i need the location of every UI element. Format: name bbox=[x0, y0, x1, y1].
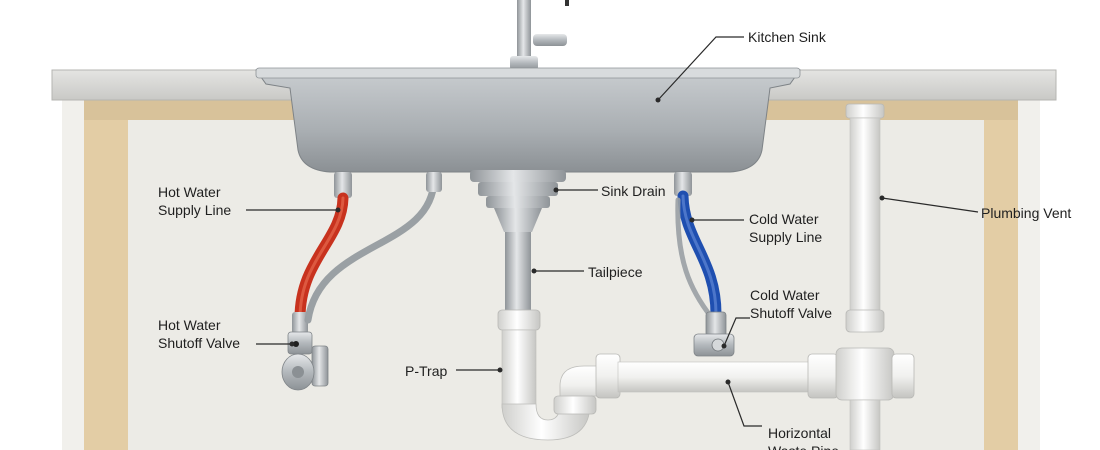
label-hot-water-supply-line: Hot Water Supply Line bbox=[158, 183, 231, 219]
label-waste-pipe-line2: Waste Pipe bbox=[768, 442, 839, 450]
plumbing-vent-pipe bbox=[835, 103, 915, 450]
cold-water-supply-line bbox=[674, 172, 722, 321]
label-sink-drain: Sink Drain bbox=[601, 183, 666, 199]
leader-kitchen-sink bbox=[657, 36, 744, 101]
label-hot-shutoff-line2: Shutoff Valve bbox=[158, 335, 240, 351]
leader-dot-kitchen-sink bbox=[655, 97, 661, 103]
label-cold-shutoff-line2: Shutoff Valve bbox=[750, 305, 832, 321]
label-cold-water-shutoff-valve: Cold Water Shutoff Valve bbox=[750, 286, 832, 322]
label-cold-water-supply-line: Cold Water Supply Line bbox=[749, 210, 822, 246]
label-hot-shutoff-line1: Hot Water bbox=[158, 317, 221, 333]
leader-waste-pipe bbox=[727, 381, 762, 427]
leader-plumbing-vent bbox=[881, 197, 979, 213]
horizontal-waste-pipe bbox=[595, 353, 839, 399]
label-hot-supply-line1: Hot Water bbox=[158, 184, 221, 200]
p-trap bbox=[497, 309, 605, 441]
label-waste-pipe-line1: Horizontal bbox=[768, 425, 832, 441]
hot-water-shutoff-valve bbox=[281, 331, 329, 391]
label-hot-water-shutoff-valve: Hot Water Shutoff Valve bbox=[158, 316, 240, 352]
label-plumbing-vent: Plumbing Vent bbox=[981, 205, 1072, 221]
faucet bbox=[510, 0, 569, 70]
label-cold-supply-line1: Cold Water bbox=[749, 211, 819, 227]
leader-lines bbox=[246, 36, 979, 427]
braided-line-connector bbox=[426, 172, 442, 192]
drain-assembly bbox=[470, 170, 566, 312]
leader-cold-shutoff bbox=[723, 317, 750, 347]
label-hot-supply-line2: Supply Line bbox=[158, 202, 232, 218]
cold-water-shutoff-valve bbox=[693, 311, 735, 357]
label-kitchen-sink: Kitchen Sink bbox=[748, 29, 826, 45]
braided-line bbox=[304, 176, 438, 324]
label-horizontal-waste-pipe: Horizontal Waste Pipe bbox=[768, 424, 839, 450]
kitchen-sink-basin bbox=[255, 67, 801, 173]
label-tailpiece: Tailpiece bbox=[588, 264, 643, 280]
label-cold-shutoff-line1: Cold Water bbox=[750, 287, 820, 303]
hot-water-supply-line bbox=[292, 172, 352, 334]
label-p-trap: P-Trap bbox=[405, 363, 448, 379]
label-cold-supply-line2: Supply Line bbox=[749, 229, 823, 245]
